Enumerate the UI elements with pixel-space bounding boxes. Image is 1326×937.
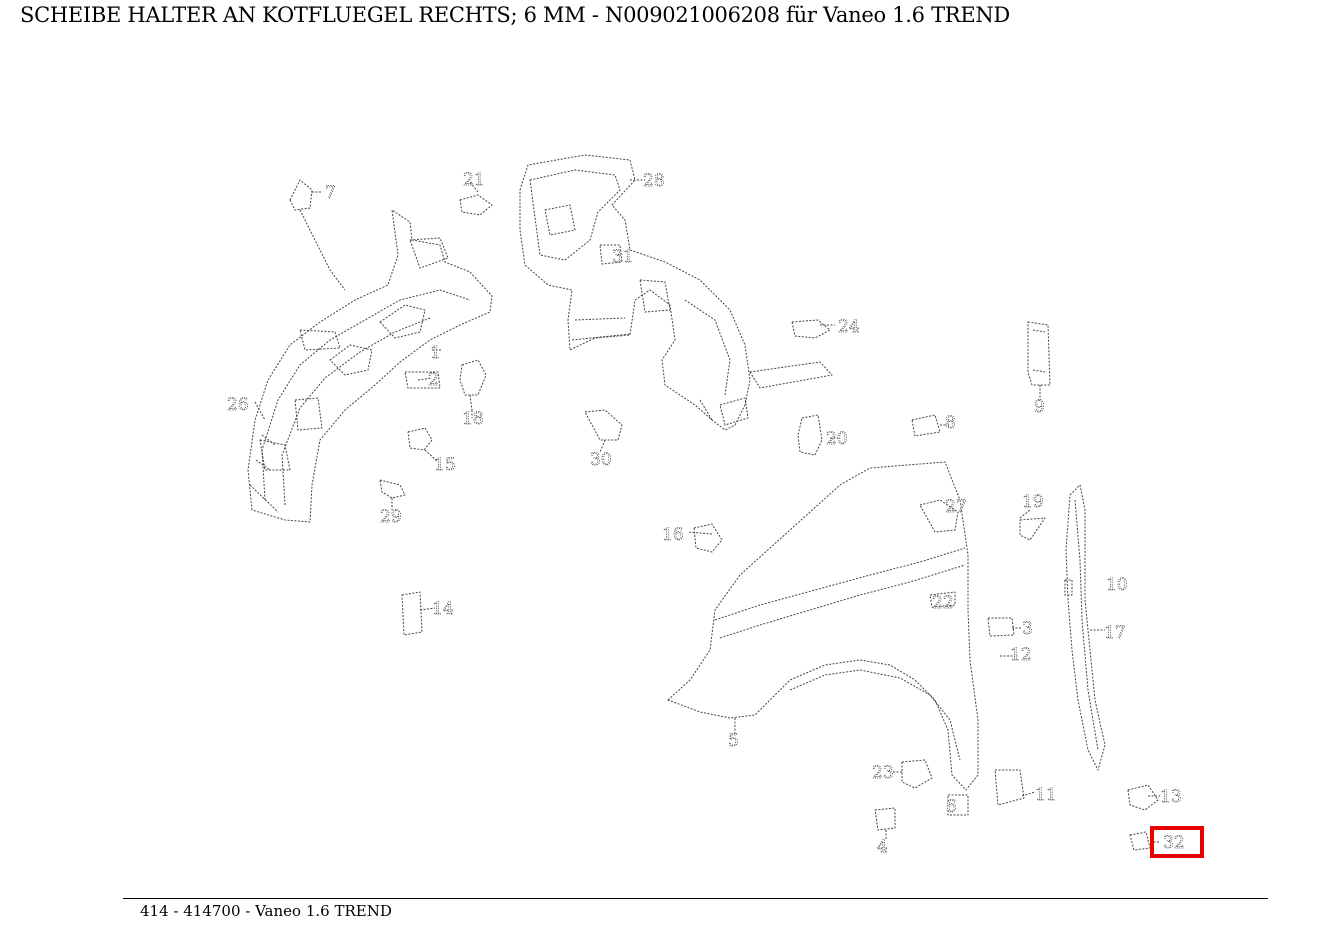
callout-18: 18 — [462, 409, 484, 429]
callout-10: 10 — [1106, 575, 1128, 595]
side-strip-small — [1027, 321, 1051, 386]
front-fender-right — [667, 461, 979, 816]
callout-8: 8 — [945, 413, 956, 433]
callout-31: 31 — [612, 247, 634, 267]
callout-32: 32 — [1163, 833, 1185, 853]
leader-lines — [254, 179, 1160, 843]
callout-11: 11 — [1035, 785, 1057, 805]
front-bracket-upper — [519, 154, 751, 431]
callout-24: 24 — [838, 317, 860, 337]
callout-29: 29 — [380, 507, 402, 527]
callout-22: 22 — [932, 593, 954, 613]
callout-23: 23 — [872, 763, 894, 783]
callout-17: 17 — [1104, 623, 1126, 643]
callout-27: 27 — [945, 497, 967, 517]
callout-20: 20 — [826, 429, 848, 449]
callout-labels: 7 21 28 9 1 18 24 26 2 20 8 15 29 30 19 … — [227, 170, 1185, 858]
callout-30: 30 — [590, 450, 612, 470]
footer-text: 414 - 414700 - Vaneo 1.6 TREND — [140, 902, 392, 920]
highlight-box[interactable] — [1150, 826, 1204, 858]
callout-12: 12 — [1010, 645, 1032, 665]
callout-14: 14 — [432, 599, 454, 619]
wheel-arch-liner-left — [247, 209, 493, 523]
page-title: SCHEIBE HALTER AN KOTFLUEGEL RECHTS; 6 M… — [20, 3, 1010, 27]
callout-6: 6 — [946, 797, 957, 817]
callout-16: 16 — [662, 525, 684, 545]
callout-9: 9 — [1034, 397, 1045, 417]
callout-13: 13 — [1160, 787, 1182, 807]
callout-1: 1 — [430, 343, 441, 363]
callout-3: 3 — [1022, 619, 1033, 639]
callout-19: 19 — [1022, 492, 1044, 512]
callout-21: 21 — [463, 170, 485, 190]
fender-seal-strip — [1064, 484, 1106, 771]
callout-15: 15 — [434, 455, 456, 475]
footer-rule — [123, 898, 1268, 899]
callout-2: 2 — [428, 370, 439, 390]
callout-26: 26 — [227, 395, 249, 415]
callout-28: 28 — [643, 171, 665, 191]
callout-7: 7 — [325, 183, 336, 203]
callout-5: 5 — [728, 731, 739, 751]
fasteners — [289, 179, 1159, 851]
callout-4: 4 — [877, 837, 888, 857]
